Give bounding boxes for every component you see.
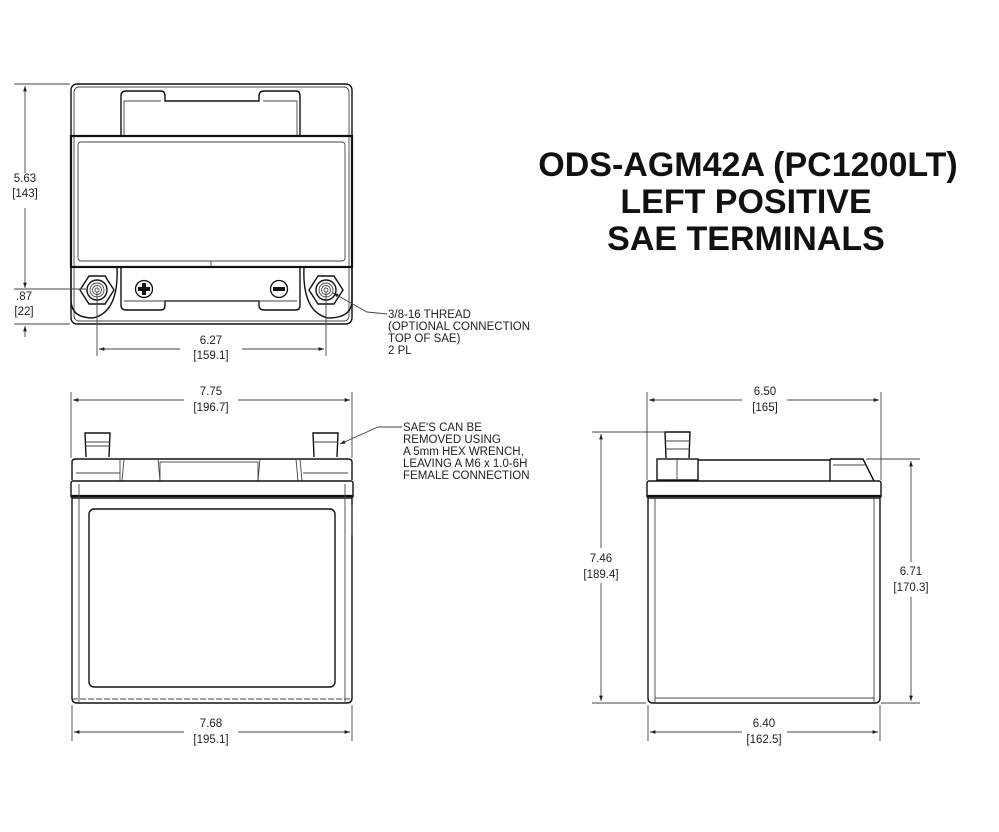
svg-text:3/8-16 THREAD: 3/8-16 THREAD — [388, 309, 471, 321]
svg-text:REMOVED USING: REMOVED USING — [403, 434, 501, 446]
dim-front-bottom-width-mm: [195.1] — [193, 734, 228, 746]
svg-text:TOP OF SAE): TOP OF SAE) — [388, 333, 461, 345]
front-view: 7.75 [196.7] 7.68 [195.1] SAE'S CAN BE R… — [70, 386, 530, 746]
front-label-area — [88, 508, 336, 688]
dim-terminal-spacing-mm: [159.1] — [193, 350, 228, 362]
drawing-title: ODS-AGM42A (PC1200LT) LEFT POSITIVE SAE … — [538, 146, 957, 258]
dim-terminal-offset-mm: [22] — [14, 306, 33, 318]
svg-text:FEMALE CONNECTION: FEMALE CONNECTION — [403, 470, 530, 482]
negative-terminal-pocket — [303, 266, 353, 319]
svg-text:LEAVING A M6 x 1.0-6H: LEAVING A M6 x 1.0-6H — [403, 458, 527, 470]
title-line-polarity: LEFT POSITIVE — [620, 183, 871, 221]
dim-side-overall-height-mm: [189.4] — [583, 569, 618, 581]
svg-text:A 5mm HEX WRENCH,: A 5mm HEX WRENCH, — [403, 446, 524, 458]
dim-top-height-in: 5.63 — [14, 173, 36, 185]
side-sae-post — [656, 431, 699, 481]
dim-side-bottom-width-mm: [162.5] — [746, 734, 781, 746]
svg-text:(OPTIONAL CONNECTION: (OPTIONAL CONNECTION — [388, 321, 530, 333]
top-view: 5.63 [143] .87 [22] 6.27 [159.1] 3/8-16 … — [12, 83, 530, 362]
dim-terminal-spacing-in: 6.27 — [200, 335, 222, 347]
dim-terminal-offset-in: .87 — [16, 291, 32, 303]
title-line-model: ODS-AGM42A (PC1200LT) — [538, 146, 957, 184]
front-case-outline — [71, 498, 353, 704]
side-case-outline — [647, 498, 881, 704]
negative-sae-post — [312, 432, 339, 458]
dim-side-case-height-in: 6.71 — [900, 566, 922, 578]
positive-symbol-icon — [134, 279, 154, 299]
dim-side-overall-height-in: 7.46 — [590, 553, 612, 565]
dim-front-bottom-width-in: 7.68 — [200, 718, 222, 730]
side-view: 6.50 [165] 7.46 [189.4] 6.71 [170.3] 6.4… — [583, 386, 928, 746]
dim-side-bottom-width-in: 6.40 — [753, 718, 775, 730]
thread-note: 3/8-16 THREAD (OPTIONAL CONNECTION TOP O… — [388, 309, 530, 357]
title-line-terminal-type: SAE TERMINALS — [607, 220, 885, 258]
dim-side-top-width-mm: [165] — [752, 402, 778, 414]
dim-front-top-width-mm: [196.7] — [193, 402, 228, 414]
dim-front-top-width-in: 7.75 — [200, 386, 222, 398]
positive-terminal-pocket — [70, 266, 118, 319]
dim-top-height-mm: [143] — [12, 188, 38, 200]
label-area — [69, 134, 354, 269]
dim-side-top-width-in: 6.50 — [754, 386, 776, 398]
sae-removal-note: SAE'S CAN BE REMOVED USING A 5mm HEX WRE… — [403, 422, 530, 482]
svg-text:2 PL: 2 PL — [388, 345, 412, 357]
positive-sae-post — [84, 432, 111, 458]
dim-side-case-height-mm: [170.3] — [893, 582, 928, 594]
negative-symbol-icon — [269, 279, 289, 299]
svg-text:SAE'S CAN BE: SAE'S CAN BE — [403, 422, 482, 434]
